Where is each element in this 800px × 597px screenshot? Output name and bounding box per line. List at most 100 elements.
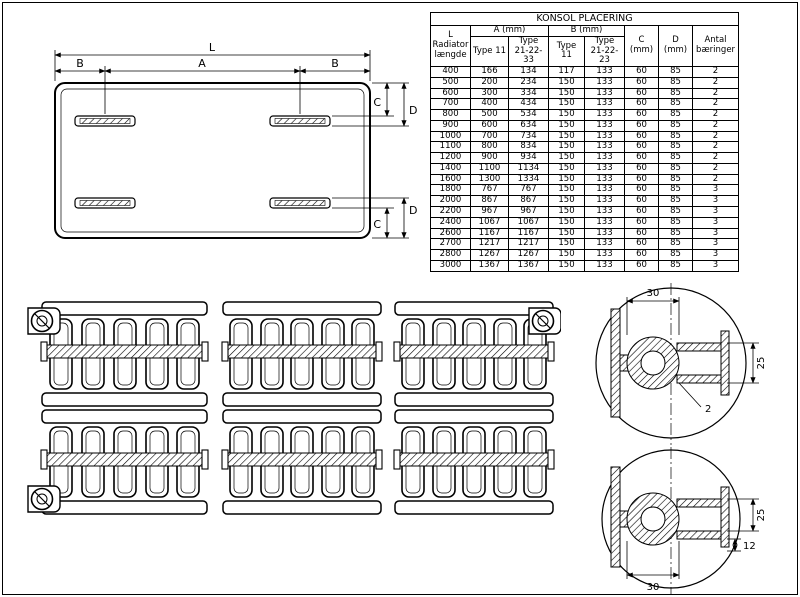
- table-cell: 1067: [470, 216, 509, 229]
- header-a-type21-22-33: Type 21-22-33: [508, 35, 549, 68]
- table-cell: 166: [470, 66, 509, 78]
- header-b-type11: Type 11: [548, 35, 585, 68]
- table-cell: 1100: [470, 162, 509, 175]
- table-cell: 2: [692, 152, 739, 164]
- table-header-row-1: L Radiator længde A (mm) B (mm) C (mm) D…: [430, 24, 739, 68]
- table-cell: 2200: [430, 206, 471, 218]
- table-cell: 85: [658, 109, 693, 121]
- table-cell: 60: [624, 162, 659, 175]
- dim-label-b-right: B: [331, 57, 339, 70]
- table-cell: 60: [624, 130, 659, 143]
- dim-label-c-bottom: C: [373, 218, 381, 231]
- table-cell: 60: [624, 259, 659, 272]
- table-cell: 85: [658, 184, 693, 197]
- table-cell: 60: [624, 206, 659, 218]
- radiator-outline: [54, 82, 371, 239]
- table-cell: 85: [658, 141, 693, 154]
- table-cell: 700: [470, 130, 509, 143]
- table-cell: 150: [548, 152, 585, 164]
- header-c: C (mm): [624, 24, 659, 68]
- table-cell: 150: [548, 130, 585, 143]
- table-cell: 85: [658, 259, 693, 272]
- radiator-section-body: [40, 301, 209, 515]
- table-cell: 600: [470, 119, 509, 132]
- table-cell: 60: [624, 249, 659, 261]
- table-cell: 2: [692, 87, 739, 100]
- table-cell: 967: [508, 206, 549, 218]
- dim-label-d-bottom: D: [409, 204, 417, 217]
- section-drawing-3: [393, 301, 561, 515]
- bracket-symbol-bottom-left: [74, 197, 136, 209]
- table-cell: 1334: [508, 173, 549, 186]
- wall-bracket-bottom-left: [27, 485, 61, 513]
- table-cell: 85: [658, 98, 693, 111]
- table-cell: 1367: [508, 259, 549, 272]
- detail-top-dimensions: 30 2 25: [626, 288, 767, 415]
- table-cell: 3: [692, 227, 739, 240]
- table-cell: 1167: [470, 227, 509, 240]
- konsol-placering-table: KONSOL PLACERING L Radiator længde A (mm…: [430, 12, 739, 272]
- table-cell: 2000: [430, 195, 471, 208]
- table-cell: 150: [548, 184, 585, 197]
- table-cell: 1217: [508, 238, 549, 251]
- table-cell: 1600: [430, 173, 471, 186]
- table-cell: 900: [430, 119, 471, 132]
- dimension-c-d-top: C D: [332, 82, 417, 127]
- section-drawing-1: [27, 301, 209, 515]
- table-cell: 334: [508, 87, 549, 100]
- table-cell: 834: [508, 141, 549, 154]
- table-cell: 150: [548, 227, 585, 240]
- table-cell: 85: [658, 162, 693, 175]
- table-cell: 60: [624, 238, 659, 251]
- table-cell: 150: [548, 162, 585, 175]
- table-cell: 85: [658, 216, 693, 229]
- table-cell: 133: [584, 173, 625, 186]
- table-cell: 767: [508, 184, 549, 197]
- dim-label-b-left: B: [76, 57, 84, 70]
- table-cell: 3000: [430, 259, 471, 272]
- table-cell: 60: [624, 173, 659, 186]
- table-cell: 934: [508, 152, 549, 164]
- header-b-group: B (mm): [548, 25, 625, 37]
- table-cell: 60: [624, 216, 659, 229]
- table-cell: 85: [658, 249, 693, 261]
- table-cell: 133: [584, 141, 625, 154]
- dimension-c-d-bottom: C D: [332, 197, 417, 239]
- table-cell: 2: [692, 76, 739, 89]
- table-cell: 60: [624, 66, 659, 78]
- table-cell: 1267: [508, 249, 549, 261]
- table-cell: 1067: [508, 216, 549, 229]
- table-cell: 133: [584, 98, 625, 111]
- header-antal: Antal bæringer: [692, 24, 739, 68]
- table-cell: 150: [548, 76, 585, 89]
- dim-label-25-bottom: 25: [756, 509, 767, 522]
- bracket-symbol-top-left: [74, 115, 136, 127]
- table-cell: 1000: [430, 130, 471, 143]
- table-cell: 3: [692, 259, 739, 272]
- table-cell: 2: [692, 66, 739, 78]
- table-cell: 133: [584, 227, 625, 240]
- table-cell: 60: [624, 195, 659, 208]
- table-cell: 534: [508, 109, 549, 121]
- dim-label-l: L: [209, 41, 216, 54]
- table-cell: 3: [692, 216, 739, 229]
- dimension-a-b: B A B: [54, 57, 371, 114]
- table-cell: 1400: [430, 162, 471, 175]
- table-cell: 1367: [470, 259, 509, 272]
- table-cell: 1300: [470, 173, 509, 186]
- section-drawing-2: [221, 301, 383, 515]
- table-cell: 150: [548, 216, 585, 229]
- table-cell: 150: [548, 249, 585, 261]
- table-header-row-2: Type 11 Type 21-22-33 Type 11 Type 21-22…: [431, 35, 739, 68]
- table-cell: 700: [430, 98, 471, 111]
